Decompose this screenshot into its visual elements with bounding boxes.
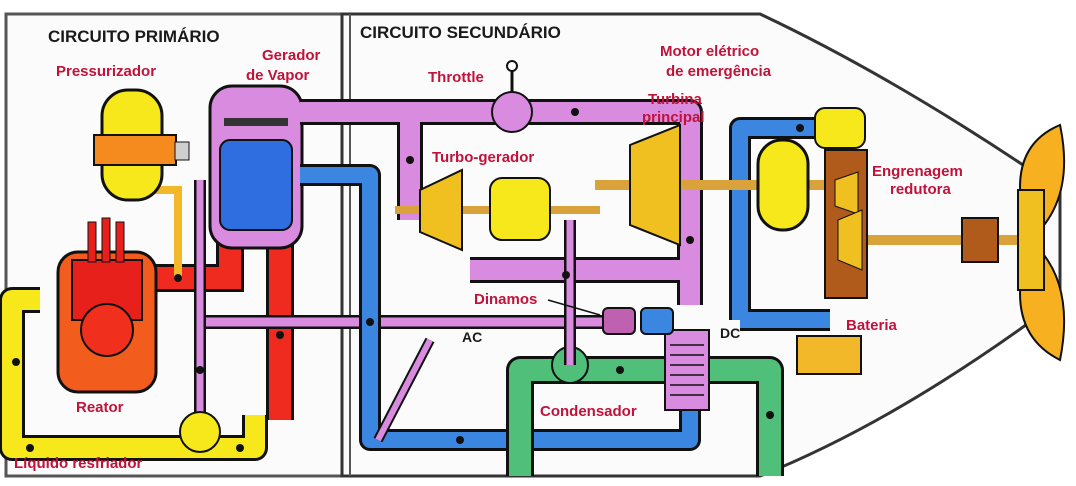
steam-generator-label-1: Gerador [262, 47, 321, 64]
secondary-circuit-title: CIRCUITO SECUNDÁRIO [360, 23, 561, 42]
reactor-core-circle [81, 304, 133, 356]
control-rod-1 [88, 222, 96, 262]
main-turbine-label-2: principal [642, 109, 705, 126]
coolant-label: Líquido resfriador [14, 455, 143, 472]
emergency-motor [815, 108, 865, 148]
control-rod-3 [116, 222, 124, 262]
gear-pinion [835, 172, 858, 214]
propeller-hub [1018, 190, 1044, 290]
clutch [758, 140, 808, 230]
throttle-label: Throttle [428, 69, 484, 86]
reduction-gear-label-1: Engrenagem [872, 163, 963, 180]
dc-label: DC [720, 325, 740, 341]
turbo-generator [490, 178, 550, 240]
primary-circuit-title: CIRCUITO PRIMÁRIO [48, 27, 220, 46]
emergency-motor-label-1: Motor elétrico [660, 43, 759, 60]
control-rod-2 [102, 218, 110, 262]
ac-label: AC [462, 329, 482, 345]
emergency-motor-label-2: de emergência [666, 63, 772, 80]
pressurizer-heater [94, 135, 176, 165]
pressurizer-valve [175, 142, 189, 160]
condenser [665, 330, 709, 410]
pressurizer-label: Pressurizador [56, 63, 156, 80]
throttle-valve [492, 92, 532, 132]
thrust-bearing [962, 218, 998, 262]
reduction-gear-label-2: redutora [890, 181, 952, 198]
condenser-label: Condensador [540, 403, 637, 420]
main-turbine [630, 125, 680, 245]
main-turbine-label-1: Turbina [648, 91, 703, 108]
steam-separator [224, 118, 288, 126]
steam-generator-water [220, 140, 292, 230]
battery-label: Bateria [846, 317, 898, 334]
battery [797, 336, 861, 374]
dynamo-dc [641, 308, 673, 334]
throttle-handle [507, 61, 517, 71]
dynamos-label: Dinamos [474, 291, 537, 308]
dynamo-ac [603, 308, 635, 334]
steam-generator-label-2: de Vapor [246, 67, 310, 84]
coolant-pump [180, 412, 220, 452]
gear-wheel [838, 210, 862, 270]
reactor-label: Reator [76, 399, 124, 416]
turbo-generator-label: Turbo-gerador [432, 149, 534, 166]
